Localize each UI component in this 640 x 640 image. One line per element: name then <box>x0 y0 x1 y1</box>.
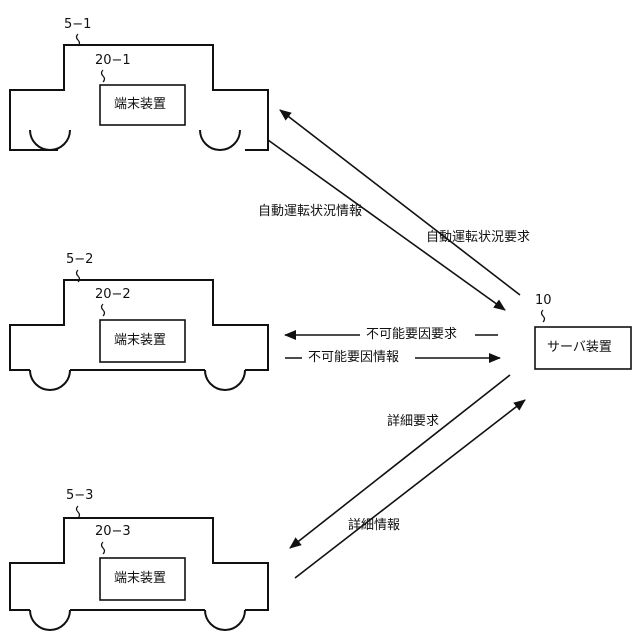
flow-label-auto-status-info: 自動運転状況情報 <box>258 204 362 220</box>
vehicle-1-ref: 5−1 <box>64 17 91 33</box>
terminal-1-label: 端末装置 <box>114 97 166 113</box>
server-ref-leader <box>542 310 545 322</box>
arrow-auto-status-info <box>268 140 505 310</box>
flow-label-auto-status-request: 自動運転状況要求 <box>426 230 530 246</box>
vehicle-2 <box>10 270 268 390</box>
vehicle-3-front-wheel-arc <box>205 610 245 630</box>
arrow-auto-status-request <box>280 110 520 295</box>
terminal-2-ref: 20−2 <box>95 287 131 303</box>
vehicle-2-front-wheel-arc <box>205 370 245 390</box>
terminal-2-label: 端末装置 <box>114 333 166 349</box>
flow-label-cause-request: 不可能要因要求 <box>363 327 460 343</box>
flow-label-detail-info: 詳細情報 <box>348 518 400 534</box>
server-ref: 10 <box>535 293 552 309</box>
vehicle-1 <box>10 34 268 150</box>
vehicle-3 <box>10 506 268 630</box>
terminal-3-label: 端末装置 <box>114 571 166 587</box>
vehicle-2-rear-wheel-arc <box>30 370 70 390</box>
server-label: サーバ装置 <box>547 340 612 356</box>
terminal-3-ref: 20−3 <box>95 524 131 540</box>
flow-label-detail-request: 詳細要求 <box>387 414 439 430</box>
flow-label-cause-info: 不可能要因情報 <box>305 350 402 366</box>
terminal-1-ref: 20−1 <box>95 53 131 69</box>
vehicle-3-rear-wheel-arc <box>30 610 70 630</box>
vehicle-3-ref-leader <box>77 506 80 518</box>
vehicle-2-ref: 5−2 <box>66 252 93 268</box>
vehicle-3-ref: 5−3 <box>66 488 93 504</box>
